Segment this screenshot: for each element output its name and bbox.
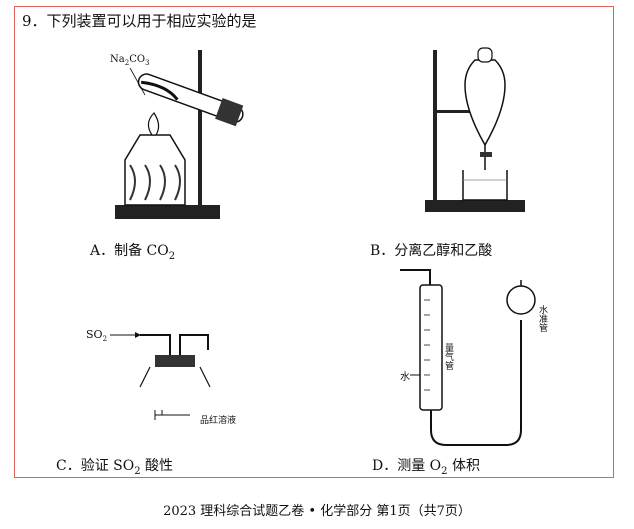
litmus-solution-label: 品红溶液: [200, 414, 236, 426]
leveling-bulb: [506, 285, 536, 315]
option-b: B．分离乙醇和乙酸: [370, 243, 493, 259]
stand-rod: [198, 50, 202, 206]
gas-burette-label: 量气管: [443, 343, 454, 370]
option-a: A．制备 CO2: [90, 243, 176, 262]
option-c: C．验证 SO2 酸性: [56, 458, 174, 477]
separatory-funnel: [464, 59, 506, 147]
page-footer: 2023 理科综合试题乙卷 • 化学部分 第1页（共7页）: [163, 504, 471, 519]
stand-rod: [433, 50, 437, 200]
gas-burette: [419, 284, 443, 411]
rubber-tube: [430, 320, 522, 446]
leveling-tube-label: 水准管: [537, 304, 548, 332]
question-frame: [14, 6, 614, 478]
figure-c-apparatus: SO2 品红溶液: [86, 328, 236, 426]
figure-d-apparatus: 水 量气管 水准管: [400, 269, 548, 446]
figure-a-apparatus: Na2CO3: [110, 50, 244, 219]
stand-base: [115, 205, 220, 219]
so2-label: SO2: [86, 328, 107, 343]
figure-b-apparatus: [425, 47, 525, 212]
stopper: [215, 98, 244, 127]
beaker: [462, 170, 508, 201]
option-d: D．测量 O2 体积: [372, 458, 480, 477]
alcohol-lamp: [124, 134, 186, 206]
water-label: 水: [400, 371, 410, 383]
stand-base: [425, 200, 525, 212]
stopper: [155, 355, 195, 367]
question-title: 9．下列装置可以用于相应实验的是: [22, 12, 257, 30]
na2co3-label: Na2CO3: [110, 54, 150, 67]
